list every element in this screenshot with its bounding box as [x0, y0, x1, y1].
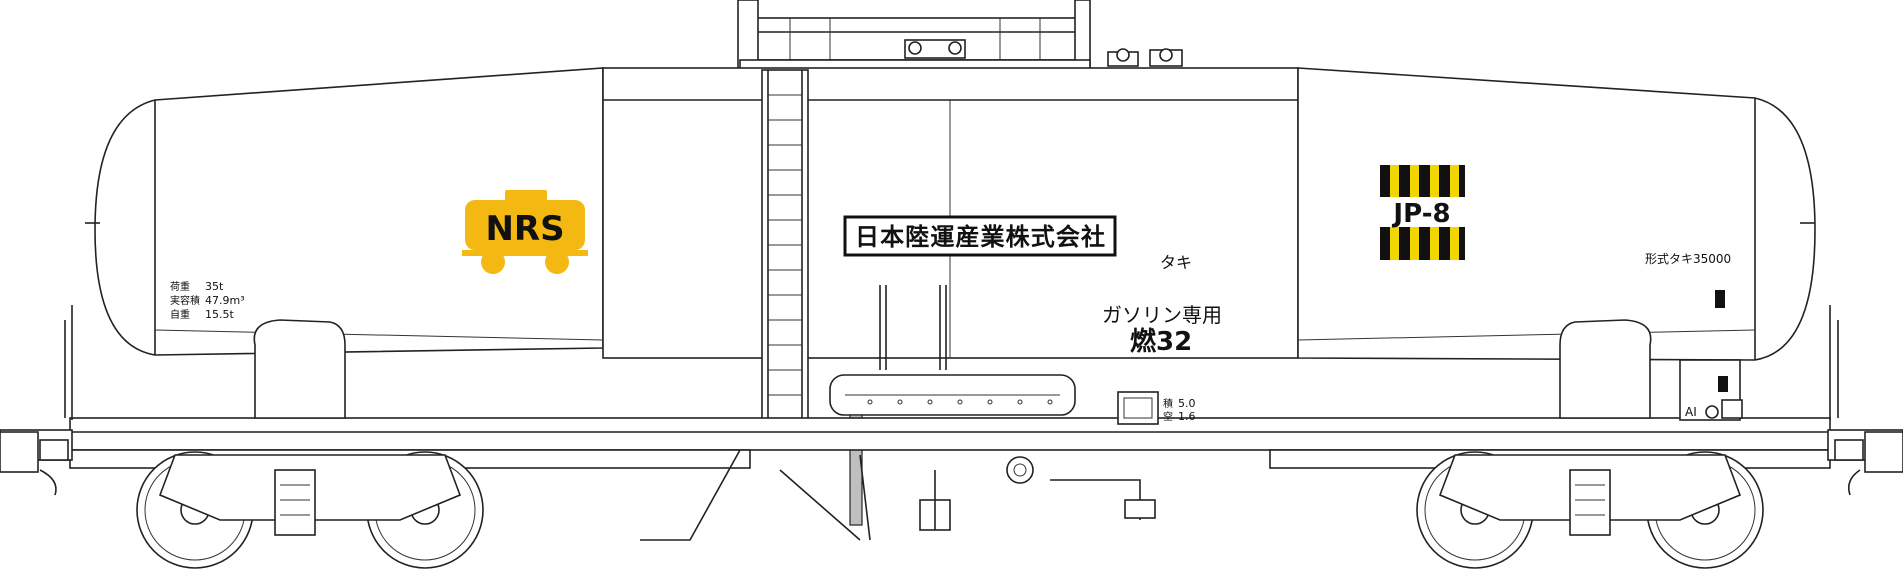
gauge-row1-value: 5.0	[1178, 397, 1196, 410]
brake-label: AI	[1685, 405, 1697, 419]
company-plate: 日本陸運産業株式会社	[843, 215, 1117, 257]
load-value: 35t	[205, 280, 224, 293]
tare-label: 自重	[170, 308, 190, 321]
top-walkway	[737, 0, 1091, 76]
cargo-label: ガソリン専用	[1102, 303, 1222, 327]
company-name: 日本陸運産業株式会社	[855, 223, 1105, 251]
gauge-row2-value: 1.6	[1178, 410, 1196, 423]
marker-block-2	[1718, 376, 1728, 392]
end-steps	[253, 319, 1741, 421]
gauge-row1-label: 積	[1163, 397, 1173, 410]
right-bogie	[1416, 451, 1764, 569]
marker-block-1	[1715, 290, 1725, 308]
nrs-logo: NRS	[462, 190, 588, 274]
car-class-label: タキ	[1160, 253, 1192, 272]
tank-body	[85, 67, 1816, 361]
left-bogie	[136, 451, 484, 569]
left-coupler	[0, 431, 57, 496]
gauge-box: 積 5.0 空 1.6	[1117, 391, 1196, 425]
capacity-value: 47.9m³	[205, 294, 245, 307]
brake-marker: AI	[1685, 399, 1743, 419]
tare-value: 15.5t	[205, 308, 234, 321]
ladder	[761, 69, 809, 431]
load-label: 荷重	[170, 280, 190, 293]
capacity-label: 実容積	[170, 294, 200, 307]
nrs-logo-text: NRS	[485, 209, 564, 249]
jp8-logo: JP-8	[1380, 165, 1465, 260]
jp8-logo-text: JP-8	[1391, 199, 1450, 229]
right-coupler	[1847, 431, 1903, 496]
dome-fittings	[1107, 48, 1183, 67]
spec-table: 荷重 35t 実容積 47.9m³ 自重 15.5t	[170, 280, 245, 321]
model-number-label: 形式タキ35000	[1645, 252, 1731, 266]
fuel-code-label: 燃32	[1130, 327, 1192, 357]
gauge-row2-label: 空	[1163, 410, 1173, 423]
